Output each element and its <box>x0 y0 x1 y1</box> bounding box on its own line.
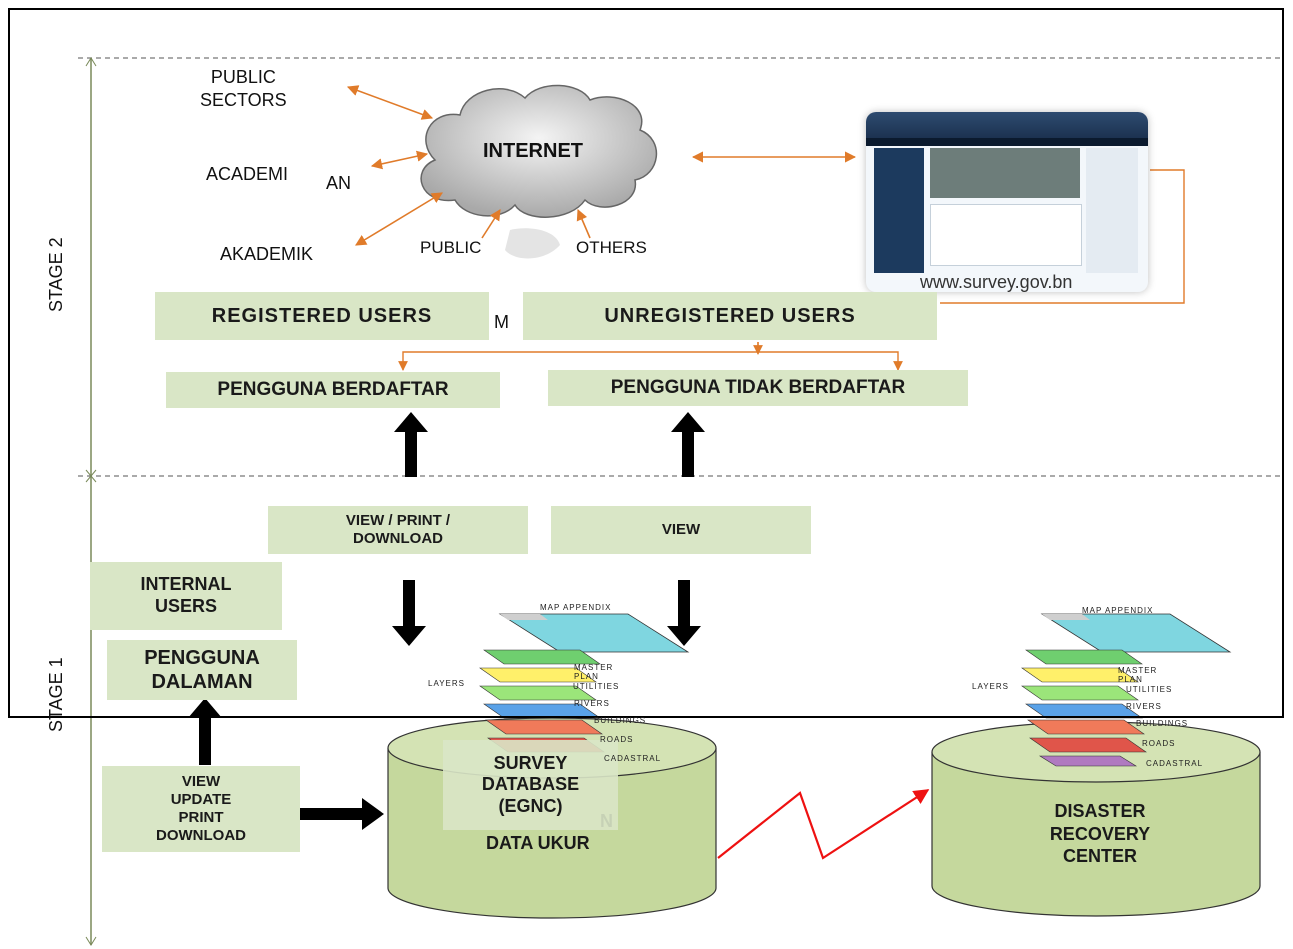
registered-fragment: M <box>494 312 509 332</box>
layer-stack-database <box>479 613 690 753</box>
users-split-line-right <box>758 351 903 371</box>
view-box: VIEW <box>551 506 811 554</box>
arrow-right-database <box>300 798 384 830</box>
internet-cloud <box>420 84 657 259</box>
unregistered-users-label: UNREGISTERED USERS <box>604 305 856 327</box>
internal-users-label: INTERNAL USERS <box>140 574 232 616</box>
internal-rights-label: VIEW UPDATE PRINT DOWNLOAD <box>156 773 246 844</box>
master-plan-label: MASTER PLAN <box>1118 666 1158 684</box>
layers-label: LAYERS <box>972 682 1009 691</box>
pengguna-berdaftar-label: PENGGUNA BERDAFTAR <box>217 378 449 400</box>
stage-axis-top-tip <box>85 57 97 67</box>
survey-database-label: SURVEY DATABASE (EGNC) <box>481 752 580 816</box>
website-right-column <box>1086 148 1138 273</box>
pengguna-dalaman-box: PENGGUNA DALAMAN <box>107 640 297 700</box>
website-return-line <box>940 169 1185 304</box>
arrow-akademik <box>355 192 443 246</box>
arrow-others <box>576 208 591 239</box>
cadastral-label: CADASTRAL <box>1146 759 1204 768</box>
website-screenshot: www.survey.gov.bn <box>866 112 1148 292</box>
website-url: www.survey.gov.bn <box>920 272 1073 292</box>
roads-label: ROADS <box>600 735 634 744</box>
website-banner <box>930 148 1080 198</box>
stage1-label: STAGE 1 <box>46 657 66 732</box>
arrow-down-registered <box>392 580 426 646</box>
arrow-up-internal <box>188 698 222 765</box>
stage-axis-bottom-tip <box>85 936 97 946</box>
website-sidebar <box>874 148 924 273</box>
registered-users-label: REGISTERED USERS <box>211 305 433 327</box>
public-sectors-label: PUBLIC SECTORS <box>200 67 287 111</box>
rivers-label: RIVERS <box>574 699 610 708</box>
replication-link <box>717 789 930 860</box>
layer-stack-disaster <box>1021 613 1232 767</box>
internal-users-box: INTERNAL USERS <box>90 562 282 630</box>
map-appendix-label: MAP APPENDIX <box>1082 606 1154 615</box>
buildings-label: BUILDINGS <box>1136 719 1189 728</box>
arrow-up-registered <box>394 412 428 477</box>
stage2-frame <box>8 8 1284 718</box>
data-ukur-label: DATA UKUR <box>486 833 590 853</box>
arrow-public <box>481 209 501 239</box>
utilities-label: UTILITIES <box>573 682 620 691</box>
roads-label: ROADS <box>1142 739 1176 748</box>
pengguna-tidak-berdaftar-label: PENGGUNA TIDAK BERDAFTAR <box>610 376 906 398</box>
arrow-public-sectors <box>346 85 434 120</box>
public-label: PUBLIC <box>420 238 482 257</box>
academia-fragment: AN <box>326 173 352 193</box>
others-label: OTHERS <box>576 238 647 257</box>
arrow-up-unregistered <box>671 412 705 477</box>
view-print-download-box: VIEW / PRINT / DOWNLOAD <box>268 506 528 554</box>
utilities-label: UTILITIES <box>1126 685 1173 694</box>
pengguna-tidak-berdaftar-box: PENGGUNA TIDAK BERDAFTAR <box>548 370 968 406</box>
website-header <box>866 112 1148 138</box>
map-appendix-label: MAP APPENDIX <box>540 603 612 612</box>
disaster-recovery-cylinder <box>931 721 1261 917</box>
website-nav <box>866 138 1148 146</box>
survey-database-box: SURVEY DATABASE (EGNC) <box>443 740 618 830</box>
internal-rights-box: VIEW UPDATE PRINT DOWNLOAD <box>102 766 300 852</box>
buildings-label: BUILDINGS <box>594 716 647 725</box>
view-print-download-label: VIEW / PRINT / DOWNLOAD <box>345 512 451 547</box>
layers-label: LAYERS <box>428 679 465 688</box>
master-plan-label: MASTER PLAN <box>574 663 614 681</box>
academia-label: ACADEMI <box>206 164 289 184</box>
stage2-label: STAGE 2 <box>46 237 66 312</box>
view-label: VIEW <box>661 521 701 538</box>
pengguna-dalaman-label: PENGGUNA DALAMAN <box>144 647 260 693</box>
cadastral-label: CADASTRAL <box>604 754 662 763</box>
rivers-label: RIVERS <box>1126 702 1162 711</box>
stage-axis-mid-mark <box>85 469 97 483</box>
internet-label: INTERNET <box>483 140 583 162</box>
website-news-list <box>930 204 1082 266</box>
arrow-down-unregistered <box>667 580 701 646</box>
pengguna-berdaftar-box: PENGGUNA BERDAFTAR <box>166 372 500 408</box>
disaster-recovery-label: DISASTER RECOVERY CENTER <box>1049 801 1151 866</box>
registered-users-box: REGISTERED USERS <box>155 292 489 340</box>
akademik-label: AKADEMIK <box>220 244 314 264</box>
arrow-academia <box>370 150 429 170</box>
unregistered-users-box: UNREGISTERED USERS <box>523 292 937 340</box>
